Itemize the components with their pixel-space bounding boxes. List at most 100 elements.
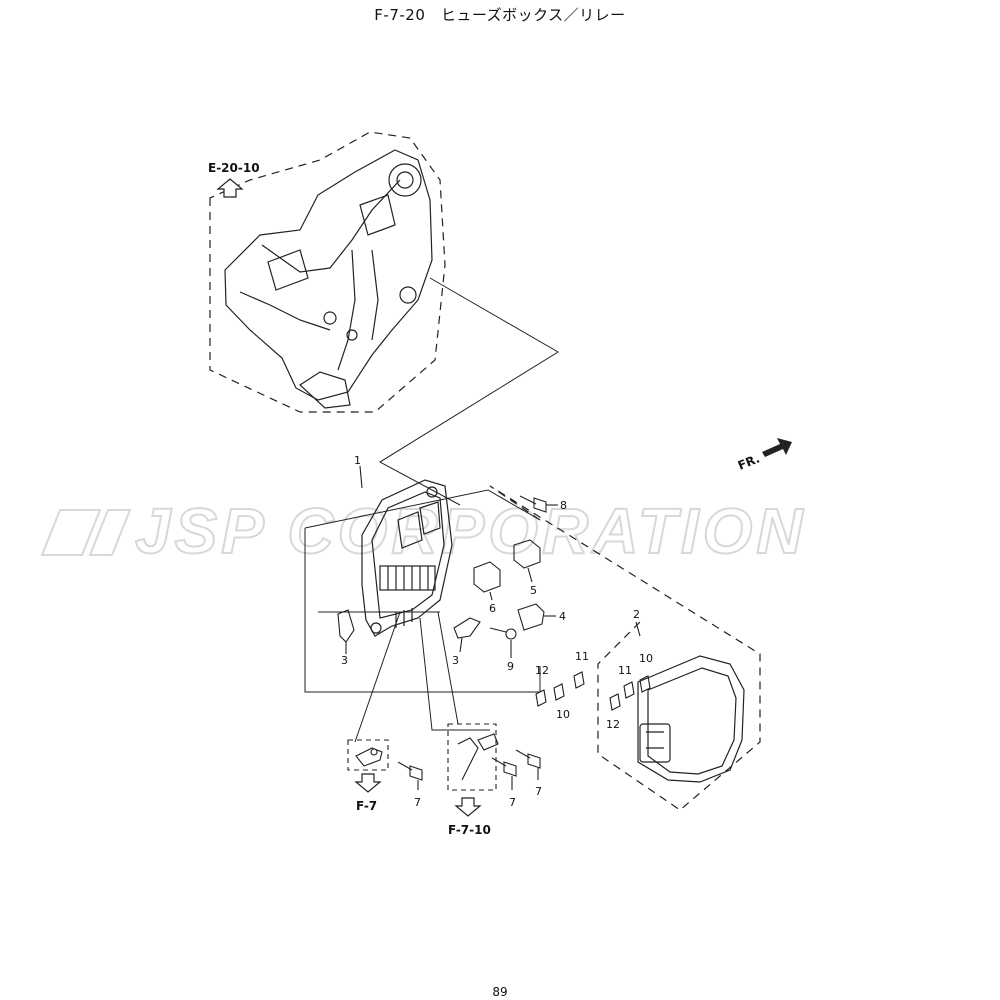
fuse-12 xyxy=(609,693,621,711)
fuse-10 xyxy=(553,683,565,701)
screw-shank xyxy=(489,627,507,633)
upper-assembly-bore xyxy=(346,329,358,341)
callout-7c: 7 xyxy=(535,785,542,798)
callout-9: 9 xyxy=(507,660,514,673)
upper-assembly-rib xyxy=(371,249,379,341)
fuse-box xyxy=(361,479,453,637)
leader xyxy=(489,591,493,601)
fuse-box-terminals xyxy=(395,608,413,628)
cover-assembly xyxy=(489,485,761,811)
harness-terminal xyxy=(355,747,383,767)
callout-3a: 3 xyxy=(341,654,348,667)
cover-latch-detail xyxy=(646,731,664,749)
callout-7a: 7 xyxy=(414,796,421,809)
fuse-10 xyxy=(639,675,651,693)
upper-assembly-body xyxy=(224,149,433,401)
screw-part-9 xyxy=(489,627,517,658)
ref-upper-label: E-20-10 xyxy=(208,161,260,175)
bolt-part-7-a xyxy=(397,761,423,790)
bolt-head xyxy=(409,765,423,781)
callout-8: 8 xyxy=(560,499,567,512)
direction-label: FR. xyxy=(736,451,762,472)
callout-11a: 11 xyxy=(575,650,589,663)
dashed-group xyxy=(447,723,497,791)
bolt-shank xyxy=(519,495,537,505)
upper-assembly-bore xyxy=(396,171,414,189)
bolt-part-7-b xyxy=(491,757,517,790)
bolt-head xyxy=(533,497,547,513)
fuse-group-right xyxy=(609,675,651,711)
terminal-body xyxy=(337,609,355,643)
ref-lower-right: F-7-10 xyxy=(448,797,491,837)
arrow-up-icon xyxy=(216,178,244,198)
harness-lower-right xyxy=(447,723,499,791)
relay-body xyxy=(473,561,501,593)
ref-lower-right-label: F-7-10 xyxy=(448,823,491,837)
bolt-part-7-c xyxy=(515,749,541,780)
dashed-group xyxy=(347,739,389,771)
upper-assembly-rib xyxy=(239,291,331,331)
relay-socket xyxy=(397,511,423,549)
mount-hole xyxy=(370,622,382,634)
page-number: 89 xyxy=(492,985,508,999)
bolt-head xyxy=(527,753,541,769)
cover-body xyxy=(637,655,745,783)
callout-7b: 7 xyxy=(509,796,516,809)
watermark-text: JSP CORPORATION xyxy=(135,495,807,567)
harness-terminal xyxy=(477,733,499,751)
screw-head xyxy=(505,628,517,640)
callout-3b: 3 xyxy=(452,654,459,667)
leader xyxy=(459,637,463,653)
ref-upper: E-20-10 xyxy=(208,161,260,198)
watermark-logo-mark xyxy=(40,509,132,556)
harness-terminal xyxy=(457,737,479,781)
connector-part-4 xyxy=(517,603,556,631)
leader-line-lower xyxy=(354,611,490,743)
terminal-part-3-left xyxy=(337,609,355,654)
upper-assembly-connector xyxy=(267,249,309,291)
relay-part-5 xyxy=(513,539,541,583)
fuse-box-inner xyxy=(371,491,445,619)
harness-lower-left xyxy=(347,739,389,771)
upper-assembly-rib xyxy=(261,179,401,273)
callout-12a: 12 xyxy=(535,664,549,677)
leader xyxy=(527,567,533,583)
callout-5: 5 xyxy=(530,584,537,597)
ref-lower-left-label: F-7 xyxy=(356,799,377,813)
upper-assembly-foot xyxy=(299,371,351,409)
fuse-11 xyxy=(623,681,635,699)
callout-1: 1 xyxy=(354,454,361,467)
fuse-slot-row xyxy=(379,565,436,591)
terminal-hole xyxy=(370,748,378,756)
fuse-slot-dividers xyxy=(387,566,429,590)
upper-assembly-bore xyxy=(388,163,422,197)
bolt-head xyxy=(503,761,517,777)
fuse-11 xyxy=(573,671,585,689)
callout-11b: 11 xyxy=(618,664,632,677)
upper-assembly-bore xyxy=(399,286,417,304)
direction-indicator: FR. xyxy=(736,438,792,473)
arrow-down-icon xyxy=(354,773,382,793)
bolt-part-8 xyxy=(519,495,558,513)
ref-lower-left: F-7 xyxy=(354,773,382,813)
arrow-down-icon xyxy=(454,797,482,817)
callout-2: 2 xyxy=(633,608,640,621)
relay-part-6 xyxy=(473,561,501,601)
connector-body xyxy=(517,603,545,631)
cover-inner xyxy=(647,667,737,775)
relay-socket xyxy=(419,501,441,535)
fuse-box-outline xyxy=(361,479,453,637)
upper-assembly-dashed-outline xyxy=(209,131,446,413)
callout-6: 6 xyxy=(489,602,496,615)
callout-10a: 10 xyxy=(556,708,570,721)
leader-part-1 xyxy=(359,465,363,489)
arrow-forward-icon xyxy=(762,438,792,457)
fuse-12 xyxy=(535,689,547,707)
terminal-body xyxy=(453,617,481,639)
callouts: 1 2 3 3 4 5 6 7 7 7 8 9 10 10 11 11 12 1… xyxy=(341,454,653,809)
watermark: JSP CORPORATION xyxy=(40,494,807,568)
cover-dashed-outline xyxy=(489,485,761,811)
callout-4: 4 xyxy=(559,610,566,623)
upper-assembly-rib xyxy=(337,249,356,371)
